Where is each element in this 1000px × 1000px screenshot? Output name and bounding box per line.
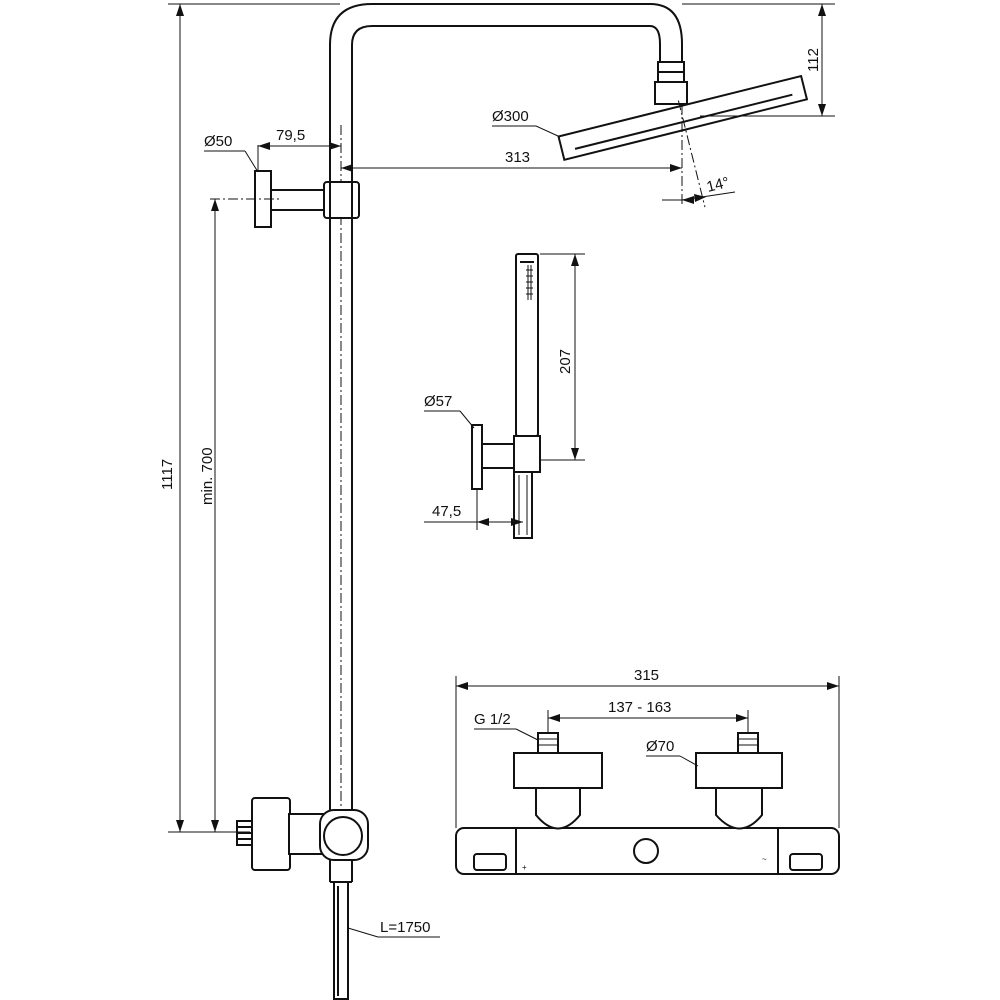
hand-shower-nozzles	[526, 265, 533, 300]
dim-holder-depth: 47,5	[424, 489, 523, 530]
dim-head-drop: 112	[682, 3, 835, 117]
min-height-label: min. 700	[199, 447, 216, 505]
eccentric-diameter-label: Ø70	[646, 738, 674, 755]
dim-min-bracket-height: min. 700	[199, 199, 219, 832]
inlet-spacing-label: 137 - 163	[608, 699, 671, 716]
wall-bracket	[210, 170, 360, 228]
bracket-diameter-label: Ø50	[204, 133, 232, 150]
dim-holder-diameter: Ø57	[424, 393, 475, 429]
dim-inlet-thread: G 1/2	[474, 711, 539, 741]
arm-reach-label: 313	[505, 149, 530, 166]
dim-bracket-diameter: Ø50	[204, 133, 259, 173]
dim-arm-reach: 313	[341, 149, 682, 172]
dim-mixer-width: 315	[455, 667, 840, 828]
temperature-mark: +	[522, 863, 527, 872]
outlet-mark: ~	[762, 855, 767, 864]
shower-head-connector	[654, 61, 688, 105]
hand-shower-length-label: 207	[557, 349, 574, 374]
dim-eccentric-diameter: Ø70	[646, 738, 699, 767]
lower-connection	[236, 797, 440, 1000]
thermostatic-mixer: + ~	[455, 732, 840, 875]
hose-length-label: L=1750	[380, 919, 430, 936]
mixer-width-label: 315	[634, 667, 659, 684]
dim-bracket-offset: 79,5	[257, 127, 341, 172]
shower-head	[557, 74, 809, 208]
total-height-label: 1117	[159, 459, 176, 490]
riser-rail	[329, 3, 683, 830]
hand-shower	[471, 253, 541, 539]
dim-head-tilt: 14°	[662, 174, 736, 204]
head-drop-label: 112	[805, 48, 822, 72]
dim-head-diameter: Ø300	[492, 108, 559, 137]
head-tilt-label: 14°	[705, 174, 731, 196]
holder-diameter-label: Ø57	[424, 393, 452, 410]
dim-hand-shower-length: 207	[540, 253, 585, 461]
dim-inlet-spacing: 137 - 163	[547, 699, 749, 733]
holder-depth-label: 47,5	[432, 503, 461, 520]
head-diameter-label: Ø300	[492, 108, 529, 125]
dim-total-height: 1117	[159, 3, 340, 833]
bracket-offset-label: 79,5	[276, 127, 305, 144]
inlet-thread-label: G 1/2	[474, 711, 511, 728]
